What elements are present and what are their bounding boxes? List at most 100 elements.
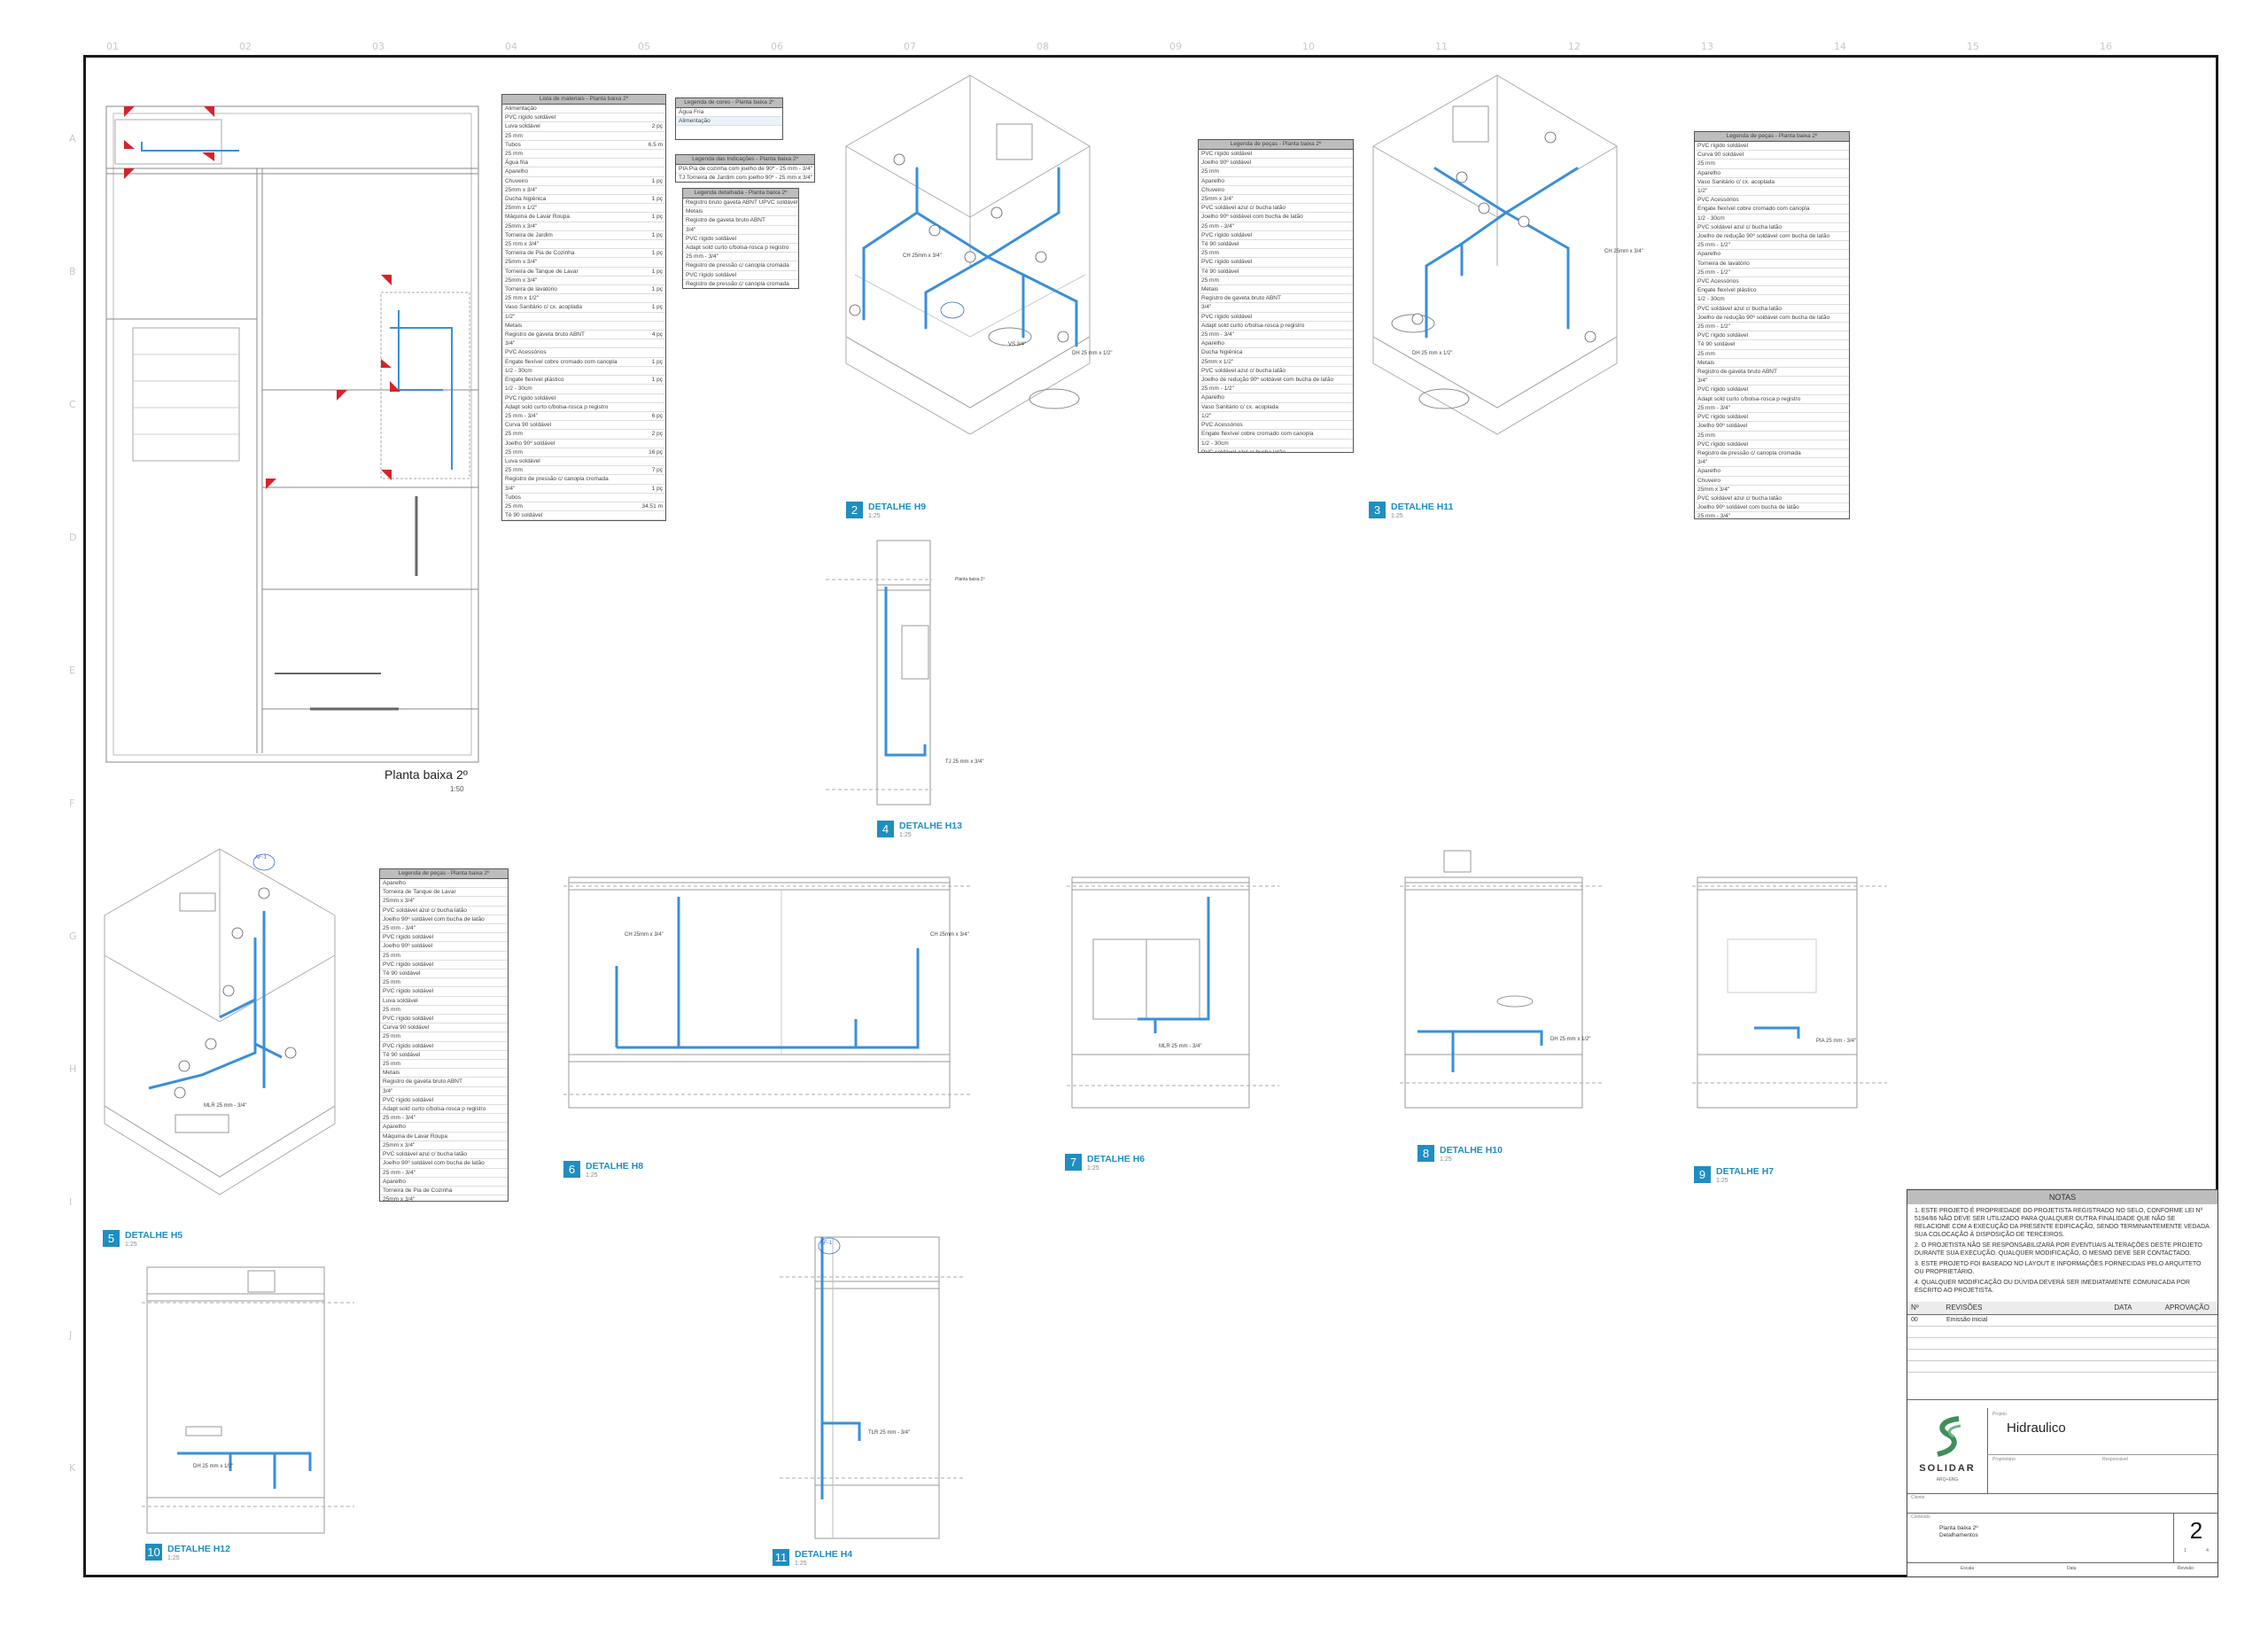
edge-label: 03 [372,41,384,52]
schedule-row-text: 25 mm [505,431,523,438]
schedule-row-text: Registro bruto gaveta ABNT UPVC soldável [686,199,798,206]
schedule-row: 25 mm [1199,167,1353,177]
schedule-row-text: PVC Acessórios [505,349,547,356]
drawing-sheet-border [83,55,2218,1577]
schedule-row-text: Chuveiro [1697,477,1721,484]
schedule-row-text: Adapt sold curto c/bolsa-rosca p registr… [1201,322,1305,329]
schedule-row: 25 mm - 3/4" [1199,331,1353,340]
schedule-row: PVC rígido soldável [1695,413,1849,423]
schedule-row: Registro de pressão c/ canopla cromada [683,261,798,271]
schedule-row-text: 25 mm - 1/2" [1201,385,1234,393]
iso-pipe [862,211,919,250]
schedule-row-text: 25 mm [1697,350,1715,357]
iso-pipe [219,998,256,1019]
schedule-row-text: PVC rígido soldável [383,934,434,941]
schedule-row: Aparelho [1695,169,1849,178]
iso-sink [179,892,216,912]
schedule-row: Curva 90 soldável [380,1024,508,1033]
schedule-row: PVC rígido soldável [380,1015,508,1024]
revision-row [1907,1361,2218,1373]
schedule-row: PVC Acessórios [502,348,665,358]
schedule-row: 25 mm - 3/4" [380,1169,508,1178]
schedule-row-text: 25mm x 3/4" [505,276,538,284]
schedule-row: 25 mm [380,952,508,961]
schedule-row: 25mm x 3/4" [502,186,665,196]
materials-schedule: Lista de materiais - Planta baixa 2º Ali… [501,94,666,521]
piece-tag [990,206,1003,219]
schedule-row: Aparelho [1199,177,1353,186]
schedule-row-text: Máquina de Lavar Roupa [383,1133,447,1140]
schedule-row: 25 mm - 1/2" [1199,385,1353,394]
plan-marker [381,359,392,368]
schedule-row-text: 25mm x 3/4" [1201,196,1234,203]
schedule-row: 25mm x 1/2" [1199,358,1353,367]
schedule-row-text: 1/2 - 30cm [505,385,532,393]
schedule-row-text: 25 mm - 3/4" [383,1115,416,1122]
elev-outline [568,876,951,1109]
schedule-row: Máquina de Lavar Roupa [380,1133,508,1141]
iso-pipe [915,167,1060,259]
iso-slab [845,336,1091,435]
schedule-row: 25 mm [380,1032,508,1042]
detail-name: DETALHE H13 [899,821,962,831]
schedule-row: Alimentação [676,117,782,127]
note-line: 4. QUALQUER MODIFICAÇÃO OU DÚVIDA DEVERÁ… [1915,1280,2190,1294]
schedule-row: PVC rígido soldável [683,271,798,280]
sheet-number: 2 [2189,1517,2203,1544]
revision-row [1907,1350,2218,1361]
schedule-row-text: Curva 90 soldável [383,1024,430,1031]
detail-name: DETALHE H4 [795,1549,853,1560]
schedule-row-text: 25 mm - 3/4" [505,412,538,419]
schedule-row-text: 1/2 - 30cm [1697,214,1725,222]
af-indicator [252,853,276,871]
schedule-row-text: 25mm x 3/4" [383,898,416,905]
schedule-row: Torneira de Tanque de Lavar [380,888,508,898]
piece-tag [849,304,861,316]
piece-tag [1456,171,1468,183]
edge-label: E [69,665,75,676]
schedule-row-text: Engate flexível cobre cromado com canopl… [1201,431,1314,438]
schedule-row: Água Fria [676,108,782,118]
schedule-row: 1/2 - 30cm [1695,295,1849,305]
piece-tag [928,224,941,237]
schedule-row-text: 25 mm - 1/2" [1697,323,1730,331]
schedule-row: 25mm x 3/4" [380,1195,508,1201]
schedule-row-text: Aparelho [1697,251,1721,258]
schedule-row-qty: 1 pç [651,250,663,257]
schedule-row: PVC rígido soldável [380,933,508,943]
elev-pipe [822,1421,861,1441]
schedule-row-text: 25 mm [1201,168,1219,175]
color-legend: Legenda de cores - Planta baixa 2º Água … [675,97,783,140]
detail-h4-drawing [780,1236,966,1539]
schedule-row: PVC Acessórios [1199,421,1353,431]
schedule-row: Luva soldável [380,997,508,1006]
detail-scale: 1:25 [899,832,912,838]
detail-scale: 1:25 [167,1555,180,1561]
edge-label: K [69,1462,76,1474]
plan-marker [381,275,392,285]
schedule-row-text: Adapt sold curto c/bolsa-rosca p registr… [505,403,609,410]
schedule-row-text: Registro de gaveta bruto ABNT [1697,369,1777,376]
iso-pipe [1433,167,1579,214]
iso-tank [996,123,1033,160]
schedule-row: Engate flexível plástico [1695,286,1849,296]
schedule-row: Ducha higiênica [1199,348,1353,358]
schedule-row-text: Torneira de lavatório [1697,260,1750,267]
schedule-title: Legenda de cores - Planta baixa 2º [676,98,782,108]
notes-section: NOTAS 1. ESTE PROJETO É PROPRIEDADE DO P… [1907,1190,2218,1303]
schedule-row: Registro de gaveta bruto ABNT [683,216,798,226]
rev-desc: Emissão inicial [1946,1317,1988,1323]
schedule-row-text: 25mm x 3/4" [1697,486,1730,493]
schedule-row-text: Adapt sold curto c/bolsa-rosca p registr… [686,245,789,252]
edge-label: 14 [1834,41,1846,52]
schedule-row: PVC soldável azul c/ bucha latão [380,1150,508,1160]
